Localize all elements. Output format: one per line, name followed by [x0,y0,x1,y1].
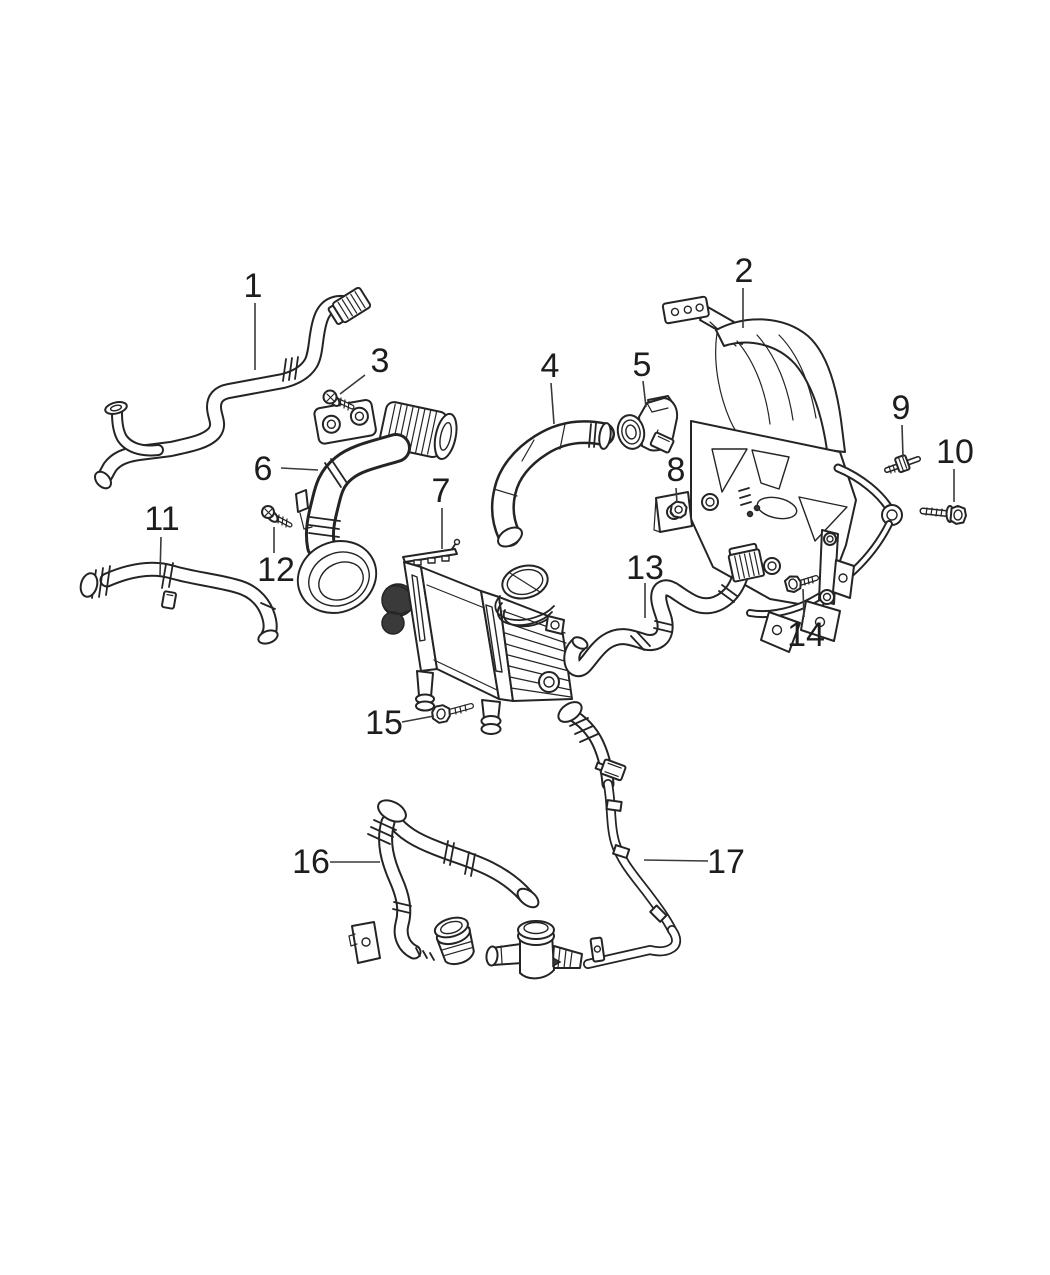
callout-3-leader [339,374,366,395]
part-3-screw [322,389,355,411]
part-10-bolt [919,504,967,525]
callout-15-label: 15 [365,704,403,742]
part-16-hose-assembly [348,799,540,966]
callout-14-label: 14 [787,616,825,654]
callout-16-label: 16 [292,843,330,881]
callout-14-leader [802,588,805,618]
callout-17-leader [643,859,709,862]
callout-1-label: 1 [244,267,263,305]
part-11-hose [79,561,279,645]
callout-5-leader [642,380,647,408]
cooler-inlet [494,564,555,628]
callout-11-leader [159,536,162,577]
part-4-hose [490,420,615,548]
capped-port [433,916,475,966]
callout-4-leader [550,382,555,425]
part-13-hose [563,542,765,678]
callout-5-label: 5 [633,346,652,384]
duct-bell-mouth [296,540,378,614]
part-7-charge-air-cooler [381,538,573,735]
callout-2-label: 2 [735,252,754,290]
mount-flange [348,921,381,964]
hose-clamp [282,356,299,382]
callout-13-label: 13 [626,549,664,587]
part-5-sensor-fitting [616,395,679,454]
callout-11-label: 11 [144,500,179,538]
callout-3-label: 3 [371,342,390,380]
callout-17-label: 17 [707,843,745,881]
callout-6-label: 6 [254,450,273,488]
callout-10-label: 10 [936,433,974,471]
callout-9-label: 9 [892,389,911,427]
duct-mount-plate [313,398,377,445]
part-8-nut [669,500,688,519]
tube-clamp [594,758,627,782]
tube-bracket-tab [589,936,606,963]
hose-end-connector [327,286,372,326]
valve-body [485,920,583,980]
part-17-tube-assembly [485,701,682,980]
callout-8-label: 8 [667,451,686,489]
hose-connector [727,542,765,583]
callout-6-leader [280,467,319,471]
callout-12-label: 12 [257,551,295,589]
callout-7-label: 7 [432,472,451,510]
callout-9-leader [901,424,904,458]
bracket-markings [738,487,761,518]
part-9-stud-bolt [884,454,921,474]
part-14-bolt [783,575,819,593]
callout-8-leader [675,487,678,504]
part-15-bolt [431,703,474,724]
part-12-screw [261,505,293,528]
part-6-air-duct [295,398,458,614]
part-1-hose [94,286,372,490]
callout-4-label: 4 [541,347,560,385]
callout-15-leader [401,715,435,723]
